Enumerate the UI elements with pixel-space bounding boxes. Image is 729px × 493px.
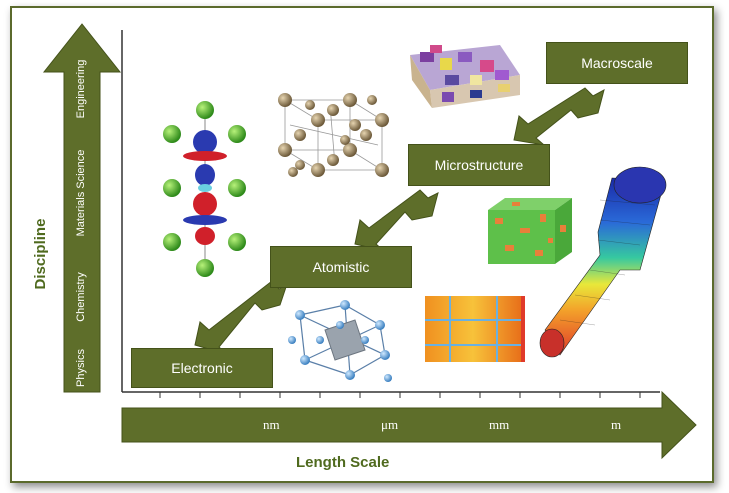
scale-label: Microstructure bbox=[434, 157, 524, 173]
arrow-microstructure-macroscale bbox=[513, 87, 605, 146]
scale-box-macroscale: Macroscale bbox=[546, 42, 688, 84]
atomic-cluster-illustration bbox=[288, 300, 392, 382]
scale-label: Atomistic bbox=[312, 259, 370, 275]
discipline-item-materials-science: Materials Science bbox=[75, 149, 87, 237]
scale-label: Electronic bbox=[171, 360, 233, 376]
arrow-atomistic-microstructure bbox=[354, 189, 439, 252]
crystal-lattice-illustration bbox=[278, 93, 389, 177]
length-unit-nm: nm bbox=[263, 417, 280, 432]
discipline-title: Discipline bbox=[32, 218, 49, 290]
fem-rod-illustration bbox=[539, 166, 667, 358]
length-scale-title: Length Scale bbox=[296, 454, 390, 471]
polycrystal-block-illustration bbox=[410, 45, 520, 108]
discipline-item-chemistry: Chemistry bbox=[75, 272, 87, 322]
length-unit-m: m bbox=[611, 417, 622, 432]
field-map-illustration bbox=[425, 296, 525, 362]
length-scale-arrow bbox=[121, 390, 697, 460]
x-axis-ticks bbox=[159, 392, 641, 398]
scale-box-electronic: Electronic bbox=[131, 348, 273, 388]
discipline-item-physics: Physics bbox=[75, 349, 87, 387]
grain-cube-illustration bbox=[488, 198, 572, 264]
scale-box-microstructure: Microstructure bbox=[408, 144, 550, 186]
length-unit-um: μm bbox=[381, 417, 399, 432]
arrow-electronic-atomistic bbox=[194, 280, 288, 355]
discipline-arrow bbox=[42, 23, 122, 393]
connector-arrows bbox=[194, 87, 605, 355]
length-unit-mm: mm bbox=[489, 417, 510, 432]
scale-label: Macroscale bbox=[581, 55, 653, 71]
discipline-item-engineering: Engineering bbox=[75, 59, 87, 119]
electron-orbital-illustration bbox=[163, 101, 246, 277]
scale-box-atomistic: Atomistic bbox=[270, 246, 412, 288]
